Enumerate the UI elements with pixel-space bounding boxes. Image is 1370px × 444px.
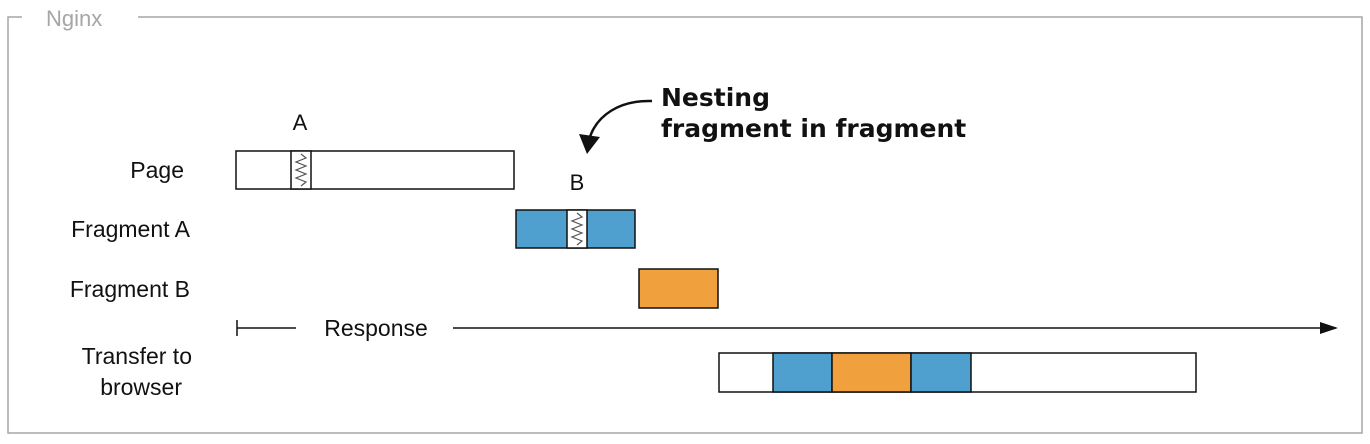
row-label-fragment-b: Fragment B xyxy=(70,276,190,302)
wave-icon xyxy=(570,212,584,246)
row-label-transfer-line2: browser xyxy=(100,374,182,400)
row-label-fragment-a: Fragment A xyxy=(71,216,191,242)
annotation-line1: Nesting xyxy=(661,83,770,112)
marker-a: A xyxy=(293,110,308,135)
page-include-slot-a xyxy=(290,150,312,190)
row-label-transfer-line1: Transfer to xyxy=(82,343,192,369)
transfer-segment-fragment-b xyxy=(831,352,912,393)
row-label-page: Page xyxy=(130,157,184,183)
frame-title: Nginx xyxy=(46,6,102,31)
transfer-segment-fragment-a-2 xyxy=(910,352,972,393)
wave-icon xyxy=(294,153,308,187)
page-bar xyxy=(235,150,515,190)
fragment-a-include-slot-b xyxy=(566,209,588,249)
fragment-b-bar xyxy=(638,268,719,309)
annotation-line2: fragment in fragment xyxy=(661,114,966,143)
frame-border xyxy=(7,16,1363,434)
response-timeline xyxy=(236,320,1338,336)
curved-arrow-icon xyxy=(579,99,653,154)
transfer-segment-fragment-a-1 xyxy=(772,352,833,393)
response-label: Response xyxy=(324,315,428,341)
marker-b: B xyxy=(570,170,585,195)
transfer-bar xyxy=(718,352,1197,393)
